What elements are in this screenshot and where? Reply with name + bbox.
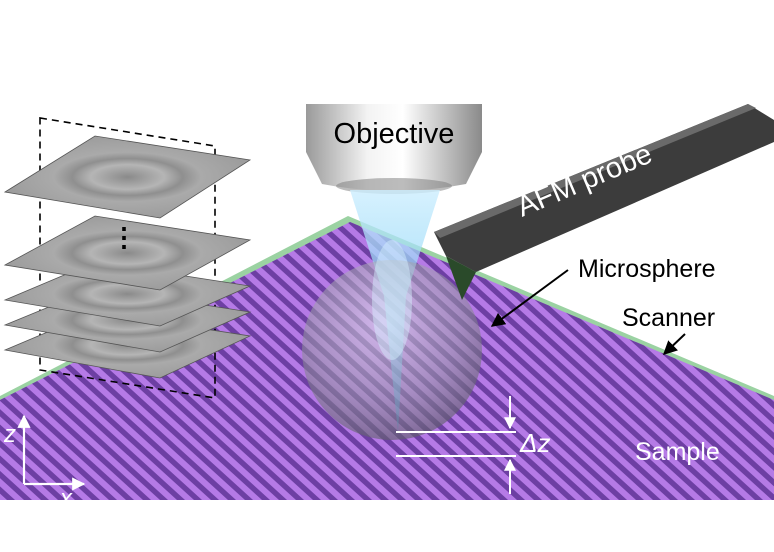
grating-stripe — [0, 222, 168, 500]
objective-lens: Objective — [306, 104, 482, 194]
image-stack: ⋮ — [3, 117, 252, 399]
grating-stripe — [0, 222, 117, 500]
grating-stripe — [0, 222, 134, 500]
grating-stripe — [0, 222, 100, 500]
microsphere-pointer — [490, 269, 569, 327]
delta-z-label: Δz — [519, 428, 550, 458]
microsphere — [302, 260, 482, 440]
sample-label: Sample — [635, 438, 720, 466]
microsphere-label: Microsphere — [578, 255, 716, 283]
scanner-pointer — [662, 333, 686, 355]
scanner-label: Scanner — [622, 304, 715, 332]
stack-dots: ⋮ — [111, 222, 137, 252]
axis-z-label: z — [3, 421, 16, 448]
objective-label: Objective — [334, 118, 455, 150]
grating-stripe — [0, 222, 151, 500]
coordinate-axes: z x — [3, 414, 86, 512]
image-plane-top — [3, 135, 252, 219]
image-plane-1 — [3, 215, 252, 291]
grating-stripe — [391, 222, 729, 500]
delta-z-indicator: Δz — [396, 396, 550, 494]
axis-x-label: x — [59, 485, 73, 512]
